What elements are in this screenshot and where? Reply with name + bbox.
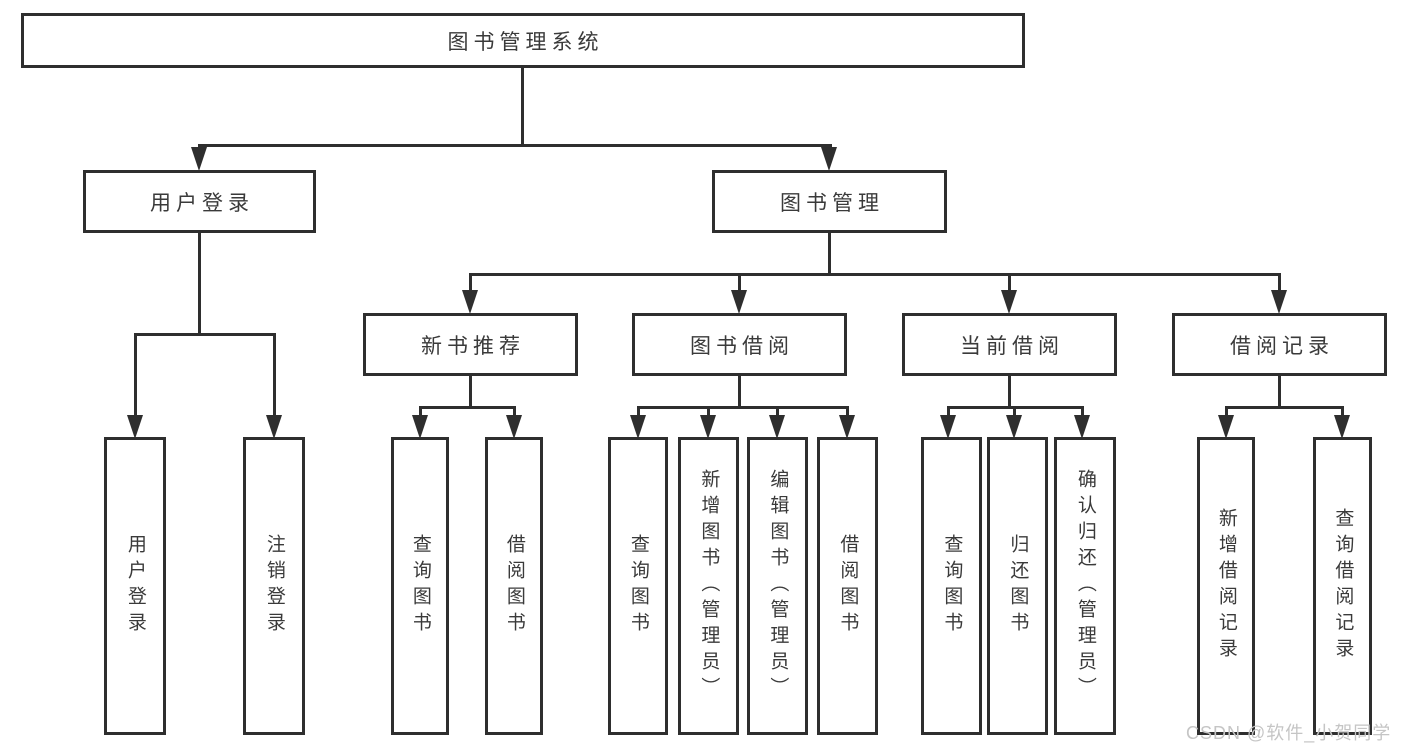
arrow-to-leaf-logout bbox=[266, 415, 282, 439]
connector-leaf-logout-shaft bbox=[273, 333, 276, 415]
connector-new-books-bus bbox=[419, 406, 516, 409]
watermark: CSDN @软件_小贺同学 bbox=[1186, 723, 1392, 743]
leaf-borrow-books-recommend: 借阅图书 bbox=[485, 437, 543, 735]
arrow-to-user-login bbox=[191, 147, 207, 171]
node-borrow-records-label: 借阅记录 bbox=[1230, 334, 1334, 358]
arrow-to-current bbox=[1001, 290, 1017, 314]
arrow-to-bw-leaf3 bbox=[769, 415, 785, 439]
connector-borrowing-bus bbox=[637, 406, 849, 409]
arrow-to-bw-leaf4 bbox=[839, 415, 855, 439]
connector-current-drop bbox=[1008, 376, 1011, 407]
node-book-management-label: 图书管理 bbox=[780, 191, 884, 215]
connector-book-mgmt-drop bbox=[828, 233, 831, 275]
arrow-to-bw-leaf1 bbox=[630, 415, 646, 439]
leaf-user-login: 用户登录 bbox=[104, 437, 166, 735]
node-new-book-recommend-label: 新书推荐 bbox=[421, 334, 525, 358]
node-book-management: 图书管理 bbox=[712, 170, 947, 233]
node-root: 图书管理系统 bbox=[21, 13, 1025, 68]
node-borrow-records: 借阅记录 bbox=[1172, 313, 1387, 376]
arrow-to-nb-leaf2 bbox=[506, 415, 522, 439]
connector-rc-leaf1-shaft bbox=[1225, 406, 1228, 417]
node-current-borrowing-label: 当前借阅 bbox=[960, 334, 1064, 358]
connector-records-drop bbox=[1278, 376, 1281, 407]
connector-bw-leaf3-shaft bbox=[776, 406, 779, 417]
leaf-query-borrow-record: 查询借阅记录 bbox=[1313, 437, 1372, 735]
leaf-add-borrow-record: 新增借阅记录 bbox=[1197, 437, 1255, 735]
arrow-to-cu-leaf2 bbox=[1006, 415, 1022, 439]
arrow-to-cu-leaf1 bbox=[940, 415, 956, 439]
connector-level2-bus bbox=[198, 144, 832, 147]
connector-nb-leaf2-shaft bbox=[513, 406, 516, 417]
connector-borrowing-shaft bbox=[738, 273, 741, 292]
connector-user-login-bus bbox=[134, 333, 276, 336]
connector-records-bus bbox=[1225, 406, 1343, 409]
arrow-to-new-books bbox=[462, 290, 478, 314]
arrow-to-nb-leaf1 bbox=[412, 415, 428, 439]
connector-bw-leaf1-shaft bbox=[637, 406, 640, 417]
connector-user-login-drop bbox=[198, 233, 201, 334]
leaf-confirm-return-admin: 确认归还（管理员） bbox=[1054, 437, 1116, 735]
connector-level3-bus bbox=[469, 273, 1281, 276]
arrow-to-rc-leaf2 bbox=[1334, 415, 1350, 439]
node-current-borrowing: 当前借阅 bbox=[902, 313, 1117, 376]
connector-cu-leaf3-shaft bbox=[1081, 406, 1084, 417]
leaf-add-books-admin: 新增图书（管理员） bbox=[678, 437, 739, 735]
arrow-to-leaf-login bbox=[127, 415, 143, 439]
arrow-to-bw-leaf2 bbox=[700, 415, 716, 439]
connector-root-drop bbox=[521, 68, 524, 145]
connector-new-books-drop bbox=[469, 376, 472, 407]
connector-borrowing-drop bbox=[738, 376, 741, 407]
arrow-to-book-management bbox=[821, 147, 837, 171]
arrow-to-rc-leaf1 bbox=[1218, 415, 1234, 439]
arrow-to-records bbox=[1271, 290, 1287, 314]
node-book-borrowing: 图书借阅 bbox=[632, 313, 847, 376]
leaf-query-books-current: 查询图书 bbox=[921, 437, 982, 735]
connector-rc-leaf2-shaft bbox=[1341, 406, 1344, 417]
connector-leaf-login-shaft bbox=[134, 333, 137, 415]
leaf-logout: 注销登录 bbox=[243, 437, 305, 735]
node-book-borrowing-label: 图书借阅 bbox=[690, 334, 794, 358]
arrow-to-cu-leaf3 bbox=[1074, 415, 1090, 439]
node-user-login: 用户登录 bbox=[83, 170, 316, 233]
connector-bw-leaf2-shaft bbox=[707, 406, 710, 417]
leaf-edit-books-admin: 编辑图书（管理员） bbox=[747, 437, 808, 735]
connector-records-shaft bbox=[1278, 273, 1281, 292]
connector-cu-leaf2-shaft bbox=[1013, 406, 1016, 417]
connector-new-books-shaft bbox=[469, 273, 472, 292]
node-user-login-label: 用户登录 bbox=[150, 191, 254, 215]
connector-cu-leaf1-shaft bbox=[947, 406, 950, 417]
node-root-label: 图书管理系统 bbox=[447, 30, 604, 54]
leaf-query-books-recommend: 查询图书 bbox=[391, 437, 449, 735]
connector-bw-leaf4-shaft bbox=[846, 406, 849, 417]
leaf-query-books-borrowing: 查询图书 bbox=[608, 437, 668, 735]
leaf-borrow-books-borrowing: 借阅图书 bbox=[817, 437, 878, 735]
connector-current-shaft bbox=[1008, 273, 1011, 292]
arrow-to-borrowing bbox=[731, 290, 747, 314]
node-new-book-recommend: 新书推荐 bbox=[363, 313, 578, 376]
connector-nb-leaf1-shaft bbox=[419, 406, 422, 417]
leaf-return-books: 归还图书 bbox=[987, 437, 1048, 735]
